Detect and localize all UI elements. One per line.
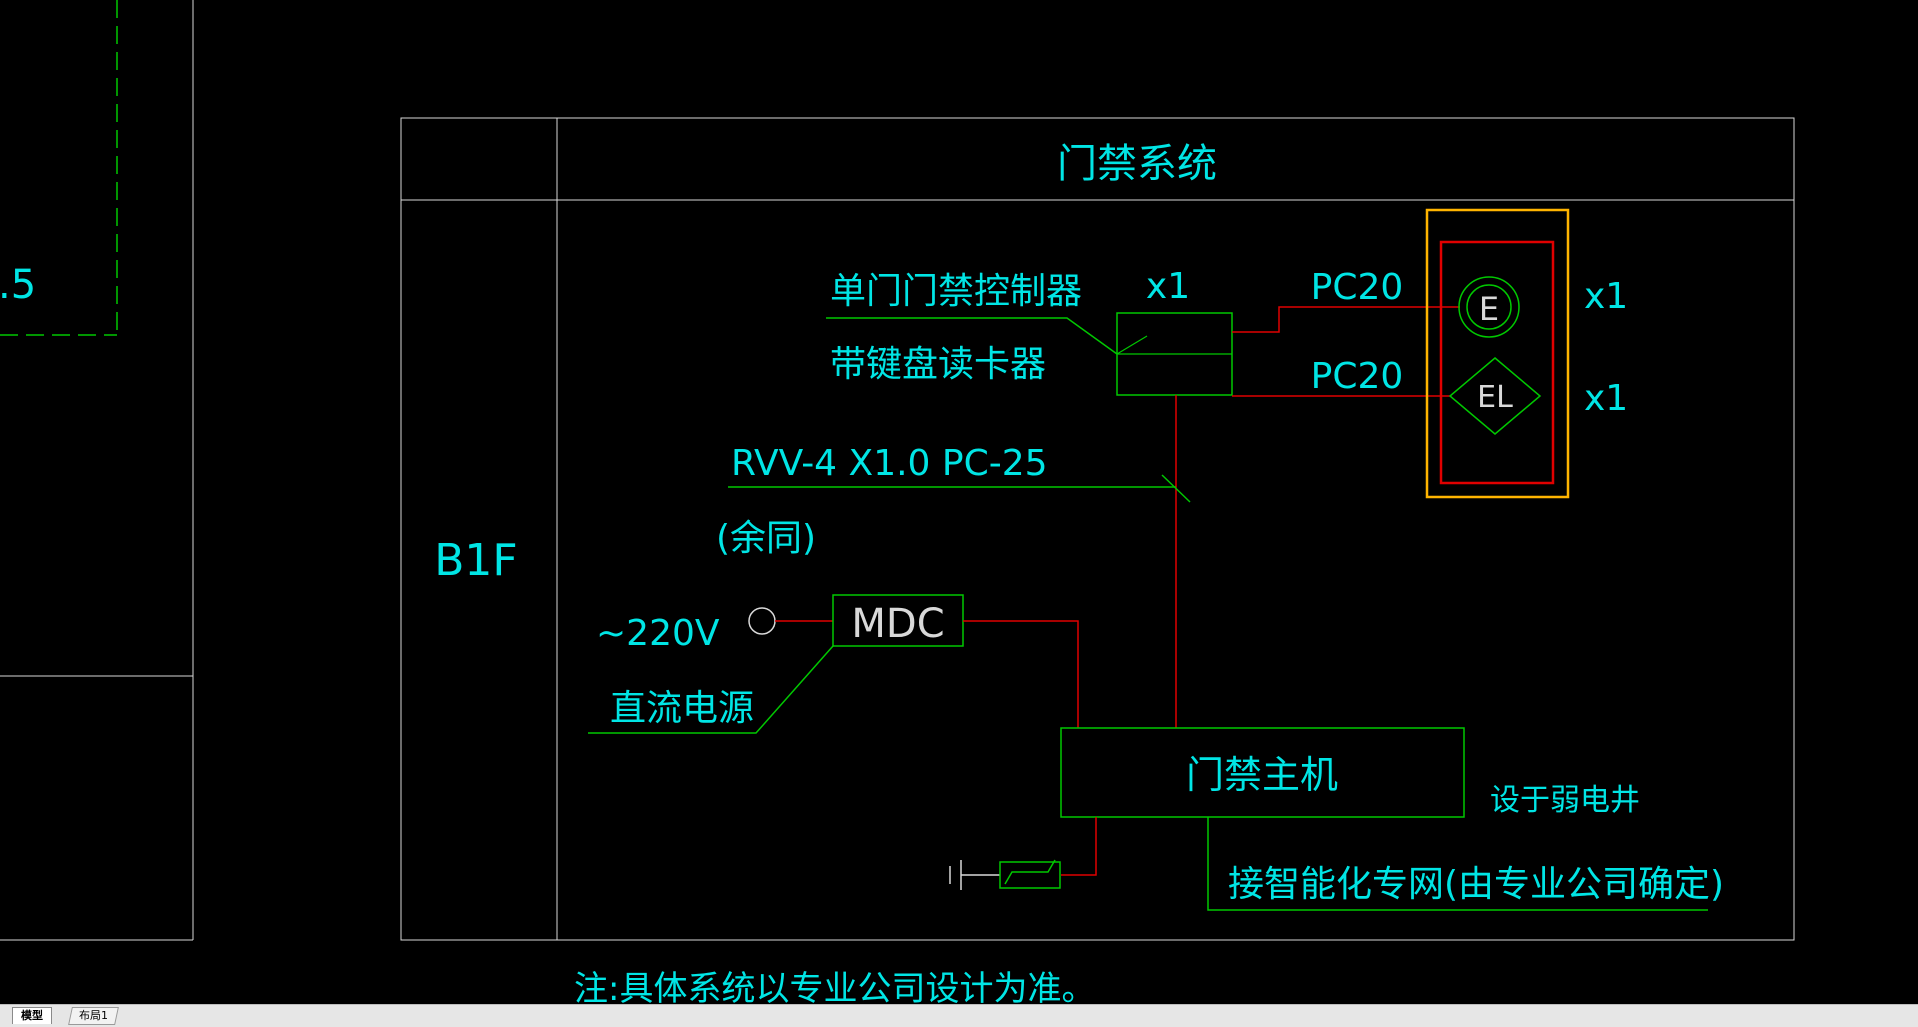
ground-wire [1061,817,1097,876]
network-label: 接智能化专网(由专业公司确定) [1228,864,1724,905]
controller-label-line1: 单门门禁控制器 [830,271,1082,312]
power-to-host-wire [963,620,1079,728]
power-leader-line [588,645,834,734]
controller-leader-line [826,317,1118,355]
electric-lock-icon[interactable]: EL [1448,357,1542,435]
wire-to-exit-button [1232,306,1460,333]
tab-model[interactable]: 模型 [12,1007,52,1024]
selection-highlight-red [1439,240,1555,485]
layout-tab-bar: 模型 布局1 [0,1004,1918,1027]
ground-icon [949,859,1061,890]
host-label: 门禁主机 [1186,753,1338,797]
trunk-note: (余同) [716,518,816,559]
diagram-title: 门禁系统 [1057,141,1217,187]
network-leader-line [1207,817,1708,911]
lock-symbol: EL [1477,380,1513,415]
exit-button-qty: x1 [1584,276,1628,317]
system-frame [400,117,1795,941]
trunk-cable-tick [1161,474,1191,503]
tab-layout1[interactable]: 布局1 [68,1007,119,1025]
power-label: 直流电源 [610,688,754,729]
cad-drawing-canvas[interactable]: .5 门禁系统 B1F 单门门禁控制器 带键盘读卡器 x1 PC20 PC20 … [0,0,1918,1004]
controller-label-line2: 带键盘读卡器 [830,344,1046,385]
power-terminal-icon [748,607,776,635]
left-partial-drawing: .5 [0,0,194,941]
floor-label: B1F [434,535,518,586]
exit-button-icon[interactable]: E [1458,276,1520,338]
footnote: 注:具体系统以专业公司设计为准。 [574,969,1095,1004]
tab-layout1-label: 布局1 [79,1009,108,1022]
selection-highlight-orange [1425,208,1570,499]
device-group-selection[interactable]: E EL [1425,208,1570,499]
exit-button-symbol: E [1479,290,1499,328]
host-box [1060,727,1465,818]
power-supply[interactable]: ~220V MDC 直流电源 [588,594,964,734]
power-voltage: ~220V [596,613,720,654]
cable-top-label: PC20 [1311,267,1404,308]
lock-qty: x1 [1584,378,1628,419]
frame-outer [400,117,1795,941]
mdc-label: MDC [851,601,944,647]
host-location: 设于弱电井 [1490,783,1640,818]
controller-qty: x1 [1146,266,1190,307]
trunk-cable-label: RVV-4 X1.0 PC-25 [731,443,1048,484]
cable-bottom-label: PC20 [1311,356,1404,397]
access-control-host[interactable]: 门禁主机 [1060,727,1465,818]
left-partial-text: .5 [0,262,36,308]
controller-box-mark [1116,335,1148,355]
door-controller[interactable]: 单门门禁控制器 带键盘读卡器 x1 [826,266,1233,396]
